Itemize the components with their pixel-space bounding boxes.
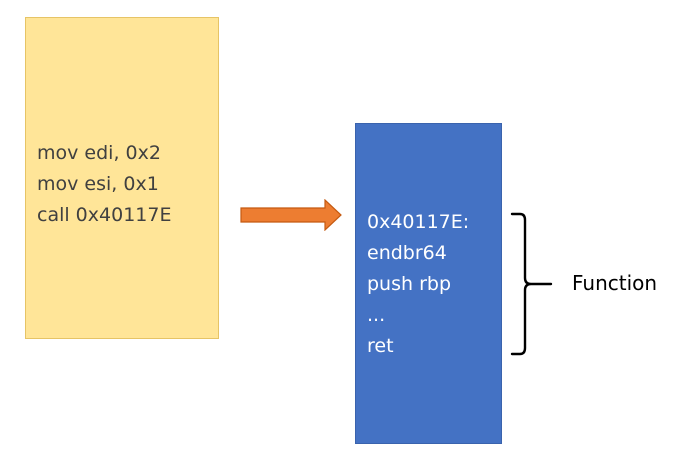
function-line-5: ret (367, 335, 394, 357)
function-line-4: ... (367, 304, 386, 326)
function-line-2: endbr64 (367, 242, 447, 264)
caller-line-3: call 0x40117E (37, 204, 172, 226)
caller-code-box: mov edi, 0x2 mov esi, 0x1 call 0x40117E (25, 17, 219, 339)
function-label: Function (572, 271, 658, 295)
function-line-1: 0x40117E: (367, 211, 470, 233)
caller-code-block: mov edi, 0x2 mov esi, 0x1 call 0x40117E (37, 138, 171, 231)
caller-line-2: mov esi, 0x1 (37, 173, 159, 195)
function-line-3: push rbp (367, 273, 452, 295)
caller-line-1: mov edi, 0x2 (37, 142, 161, 164)
function-code-block: 0x40117E: endbr64 push rbp ... ret (367, 207, 469, 362)
right-arrow-icon (240, 199, 342, 231)
function-code-box: 0x40117E: endbr64 push rbp ... ret (355, 123, 502, 444)
right-curly-brace-icon (510, 212, 553, 356)
